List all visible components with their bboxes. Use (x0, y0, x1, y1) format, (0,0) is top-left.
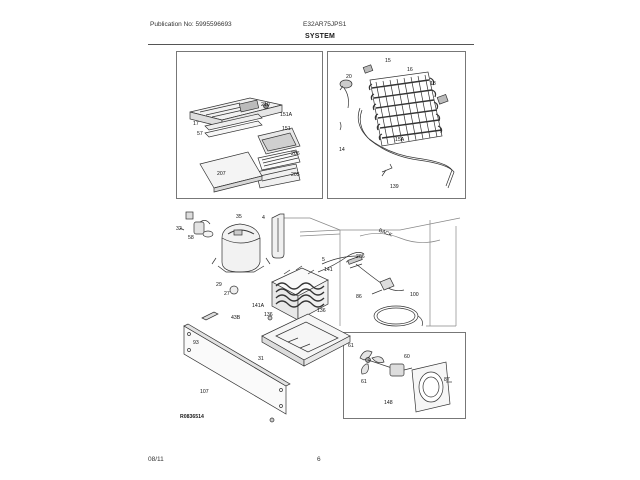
callout-label: 20 (346, 74, 352, 80)
tubing-and-harness (317, 252, 423, 327)
page-title: SYSTEM (305, 33, 335, 40)
illustration-reference-code: R0836514 (180, 414, 204, 420)
evaporator-coil-assembly (339, 64, 455, 189)
callout-label: 15 (385, 58, 391, 64)
panel-evaporator-coil (327, 51, 466, 199)
callout-label: 43B (231, 315, 241, 321)
callout-label: 86 (356, 294, 362, 300)
callout-label: 29 (216, 282, 222, 288)
callout-label: 15A (395, 137, 405, 143)
callout-label: 87 (444, 377, 450, 383)
publication-number: Publication No: 5995596693 (150, 21, 232, 28)
page-number: 6 (317, 456, 321, 463)
callout-label: 136 (317, 308, 326, 314)
callout-label: 141 (324, 267, 333, 273)
callout-label: 35 (236, 214, 242, 220)
callout-label: 18 (430, 81, 436, 87)
condenser-assembly (261, 265, 351, 367)
callout-label: 27 (224, 291, 230, 297)
cabinet-back-outline (280, 217, 461, 327)
callout-label: 207 (217, 171, 226, 177)
callout-label: 205 (291, 172, 300, 178)
callout-label: 61 (361, 379, 367, 385)
callout-label: 206 (356, 254, 365, 260)
header-rule (148, 44, 474, 45)
callout-label: 107 (200, 389, 209, 395)
compressor-group (179, 211, 285, 295)
callout-label: 16 (407, 67, 413, 73)
evaporator-cover-assembly (189, 97, 301, 193)
callout-label: 93 (193, 340, 199, 346)
callout-label: 4 (262, 215, 265, 221)
callout-label: 139 (390, 184, 399, 190)
callout-label: 17 (193, 121, 199, 127)
callout-label: 136 (264, 312, 273, 318)
callout-label: 58 (188, 235, 194, 241)
footer-date: 08/11 (148, 456, 164, 463)
rear-access-panel (183, 311, 291, 423)
callout-label: 151 (282, 126, 291, 132)
callout-label: 100 (410, 292, 419, 298)
callout-label: 31 (258, 356, 264, 362)
callout-label: 14 (339, 147, 345, 153)
model-number: E32AR75JPS1 (303, 21, 347, 28)
callout-label: 148 (384, 400, 393, 406)
callout-label: 151A (280, 112, 293, 118)
callout-label: 57 (197, 131, 203, 137)
callout-label: 206 (291, 151, 300, 157)
callout-label: 210 (261, 102, 270, 108)
callout-label: 60 (404, 354, 410, 360)
callout-label: 61 (348, 343, 354, 349)
callout-label: 32 (176, 226, 182, 232)
condenser-fan-inset (359, 350, 452, 413)
callout-label: 5 (322, 257, 325, 263)
callout-label: 141A (252, 303, 265, 309)
